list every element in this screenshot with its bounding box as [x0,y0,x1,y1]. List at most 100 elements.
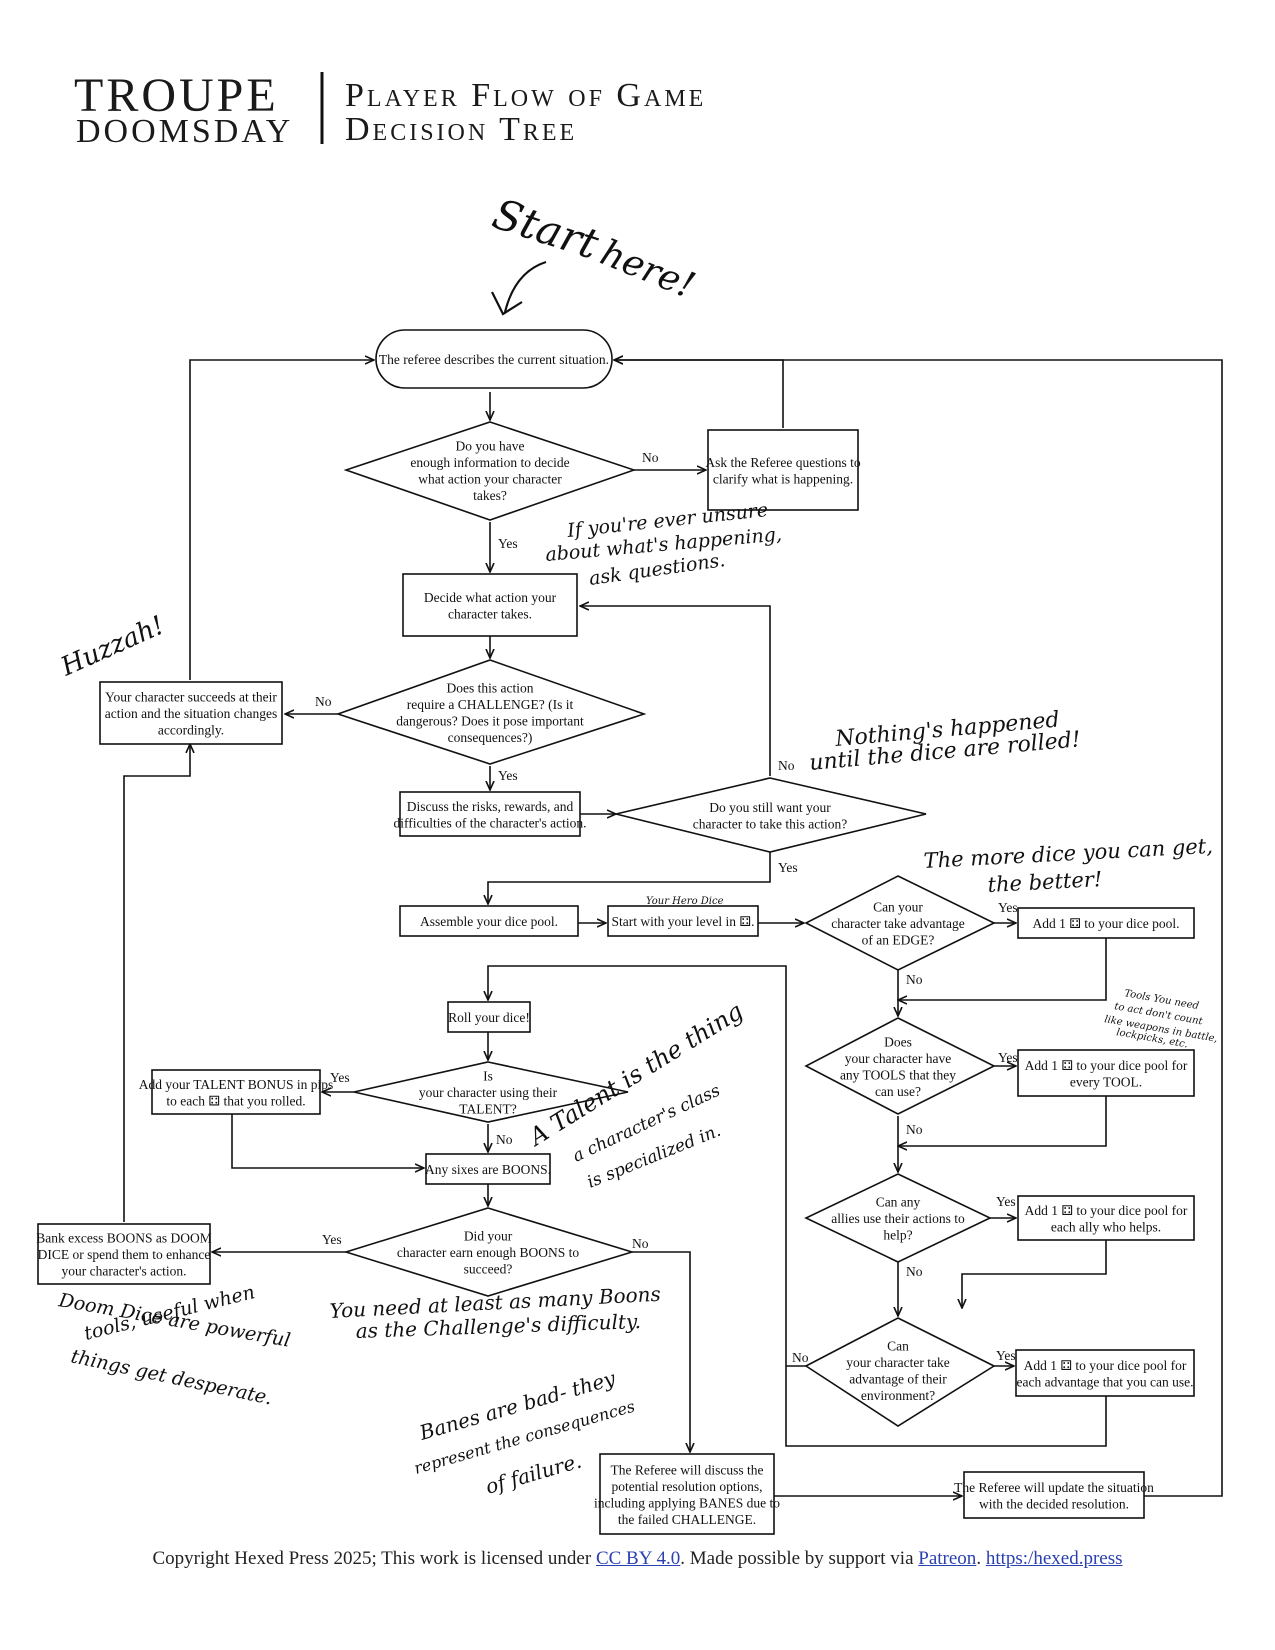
node-n20 [353,1061,629,1123]
node-n17-line: your character take [846,1355,949,1370]
label-n15-yes: Yes [996,1194,1016,1209]
note-start-line1: Start [487,189,605,269]
website-link[interactable]: https:/hexed.press [985,1548,1123,1569]
nodes [37,329,1195,1535]
node-n2 [343,421,637,521]
edge-n24-n6 [123,744,190,1222]
node-n14-line: Add 1 ⚃ to your dice pool for [1025,1058,1188,1073]
node-n23-line: Did your [464,1229,513,1244]
label-n15-no: No [906,1264,923,1279]
node-n13-line: can use? [875,1084,921,1099]
node-n23-line: succeed? [464,1262,513,1277]
node-n13 [804,1017,996,1115]
edges [123,360,1223,1496]
footer: Copyright Hexed Press 2025; This work is… [0,1548,1275,1570]
node-n1 [375,329,613,389]
node-n26-line: The Referee will update the situation [954,1480,1154,1495]
node-n18 [1015,1349,1195,1397]
node-n7 [399,791,581,837]
node-n12 [1017,907,1195,939]
node-n13-line: any TOOLS that they [840,1067,956,1082]
node-n3-line: clarify what is happening. [713,471,853,486]
node-n6-line: Your character succeeds at their [105,690,277,705]
node-n5-line: consequences?) [448,730,533,745]
node-n4 [402,573,578,637]
node-n8 [615,777,927,853]
edge-n12-join [898,938,1107,1000]
node-n22-line: Any sixes are BOONS. [425,1162,551,1177]
node-n10 [607,905,759,937]
note-more-dice-line1: The more dice you can get, [923,834,1213,873]
edge-n18-loop [488,965,1107,1447]
node-n2-line: takes? [473,488,507,503]
edge-n14-join [898,1096,1107,1146]
node-n10-line: Start with your level in ⚃. [612,914,755,929]
label-n5-yes: Yes [498,768,518,783]
node-n21-line: to each ⚃ that you rolled. [166,1093,305,1108]
node-n15 [804,1173,992,1263]
node-n26 [963,1471,1145,1519]
node-n5 [335,659,647,765]
patreon-link[interactable]: Patreon [918,1548,977,1569]
node-n14 [1017,1049,1195,1097]
node-n19-line: Roll your dice! [448,1010,530,1025]
edge-n8-n4 [580,606,771,776]
node-n6-line: action and the situation changes [105,706,277,721]
note-your-hero: Your Hero Dice [646,896,724,907]
edge-labels: No Yes No Yes No Yes Yes No Yes No Yes N… [315,450,1018,1365]
node-n13-line: your character have [845,1051,951,1066]
note-start-line2: here! [595,232,701,307]
label-n23-yes: Yes [322,1232,342,1247]
node-n13-line: Does [884,1034,912,1049]
note-banes-line3: of failure. [483,1449,584,1499]
node-n21-line: Add your TALENT BONUS in pips [139,1077,334,1092]
node-n9 [399,905,579,937]
node-n7-line: Discuss the risks, rewards, and [407,799,574,814]
node-n20-line: TALENT? [459,1102,516,1117]
node-n14-line: every TOOL. [1070,1074,1142,1089]
footer-sep: . [976,1548,986,1569]
start-arrow-icon [503,260,547,313]
brand-title-troupe: TROUPE [74,69,279,122]
node-n18-line: each advantage that you can use. [1017,1374,1194,1389]
note-huzzah: Huzzah! [56,610,169,682]
start-arrowhead-icon [491,291,523,316]
node-n4-line: Decide what action your [424,590,557,605]
node-n12-line: Add 1 ⚃ to your dice pool. [1032,916,1179,931]
node-n24 [37,1223,211,1285]
edge-n6-n1 [189,360,374,680]
license-link[interactable]: CC BY 4.0 [595,1548,681,1569]
footer-prefix: Copyright Hexed Press 2025; This work is… [152,1548,596,1569]
node-n25 [599,1453,775,1535]
node-n17-line: environment? [861,1388,935,1403]
label-n13-no: No [906,1122,923,1137]
note-doom-line3: things get desperate. [69,1345,274,1409]
node-texts: The referee describes the current situat… [36,352,1193,1527]
node-n19 [447,1001,531,1033]
node-n23-line: character earn enough BOONS to [397,1245,579,1260]
footer-middle: . Made possible by support via [680,1548,919,1569]
node-n24-line: your character's action. [62,1264,187,1279]
node-n11-line: of an EDGE? [862,933,935,948]
node-n26-line: with the decided resolution. [979,1496,1129,1511]
node-n25-line: the failed CHALLENGE. [618,1512,756,1527]
label-n8-yes: Yes [778,860,798,875]
edge-n16-join [962,1240,1107,1308]
label-n11-no: No [906,972,923,987]
node-n15-line: help? [883,1228,912,1243]
label-n11-yes: Yes [998,900,1018,915]
subtitle-line2: Decision Tree [345,111,577,148]
node-n23 [343,1207,635,1297]
label-n20-yes: Yes [330,1070,350,1085]
node-n3-line: Ask the Referee questions to [705,455,860,470]
node-n5-line: Does this action [447,680,534,695]
node-n21 [151,1069,321,1115]
edge-n8-n9 [488,852,771,904]
node-n16-line: each ally who helps. [1051,1219,1161,1234]
label-n13-yes: Yes [998,1050,1018,1065]
node-n1-line: The referee describes the current situat… [379,352,609,367]
node-n8-line: Do you still want your [709,800,831,815]
brand-title-doomsday: DOOMSDAY [76,113,293,150]
